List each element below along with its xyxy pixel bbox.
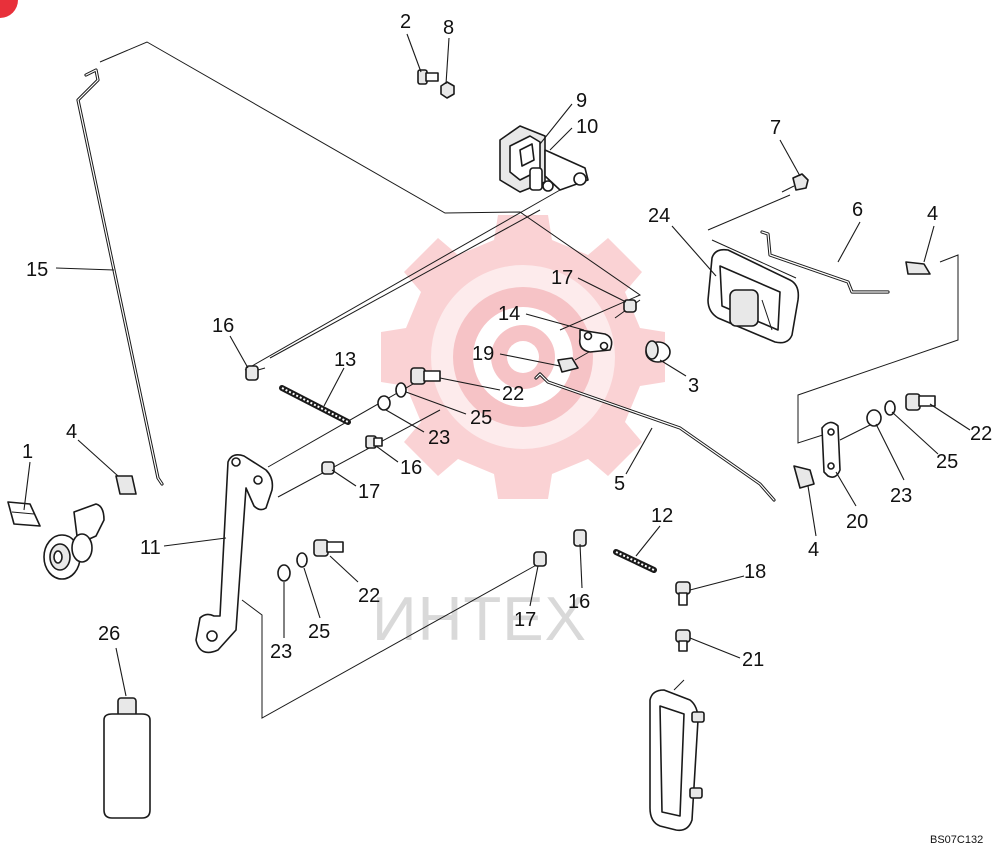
callout-label: 15	[26, 259, 48, 281]
callout-label: 25	[308, 621, 330, 643]
callout-label: 22	[358, 585, 380, 607]
pin-part-17-middle	[321, 461, 335, 475]
callout-label: 20	[846, 511, 868, 533]
assembly-frame-lines	[99, 41, 959, 719]
plate-part-20	[821, 421, 841, 478]
bushing-part-3	[645, 340, 671, 363]
callout-label: 22	[502, 383, 524, 405]
callout-label: 6	[852, 199, 863, 221]
latch-assembly-part-9-10	[499, 125, 589, 193]
callout-label: 23	[890, 485, 912, 507]
callout-label: 19	[472, 343, 494, 365]
clip-part-19	[557, 357, 579, 373]
link-plate-part-14	[578, 329, 613, 353]
callout-label: 26	[98, 623, 120, 645]
callout-label: 17	[358, 481, 380, 503]
callout-label: 25	[936, 451, 958, 473]
latch-part-1	[7, 501, 41, 527]
callout-label: 16	[568, 591, 590, 613]
callout-label: 16	[212, 315, 234, 337]
callout-label: 4	[66, 421, 77, 443]
callout-label: 12	[651, 505, 673, 527]
callout-label: 2	[400, 11, 411, 33]
pin-part-17-upper	[623, 299, 637, 313]
callout-label: 17	[514, 609, 536, 631]
callout-labels: 2 8 9 10 7 24 6 4 15 17 14 16 19 3 13 22…	[22, 11, 992, 671]
callout-label: 14	[498, 303, 520, 325]
callout-label: 3	[688, 375, 699, 397]
bolt-part-18	[675, 581, 691, 606]
callout-label: 23	[428, 427, 450, 449]
fastener-set-middle	[377, 367, 441, 411]
stud-part-12	[613, 549, 657, 573]
fastener-set-right	[866, 393, 936, 427]
callout-label: 5	[614, 473, 625, 495]
wire-rod-part-6	[760, 230, 890, 294]
watermark-text: ИНТЕХ	[372, 585, 587, 654]
callout-label: 17	[551, 267, 573, 289]
callout-label: 23	[270, 641, 292, 663]
bolt-part-16-upper	[245, 365, 266, 381]
callout-label: 25	[470, 407, 492, 429]
callout-label: 9	[576, 90, 587, 112]
drawing-code: BS07C132	[930, 834, 983, 846]
bolt-part-2	[417, 69, 439, 85]
rod-part-5	[534, 372, 776, 502]
bolt-part-16-middle	[365, 435, 383, 449]
clip-part-4-upper	[905, 261, 931, 275]
callout-label: 16	[400, 457, 422, 479]
fastener-set-lower-left	[277, 539, 344, 582]
brand-corner-mark	[0, 0, 18, 18]
rod-part-15	[76, 68, 164, 486]
callout-label: 10	[576, 116, 598, 138]
callout-label: 8	[443, 17, 454, 39]
callout-label: 22	[970, 423, 992, 445]
outer-handle-part	[649, 679, 705, 832]
callout-label: 21	[742, 649, 764, 671]
handle-housing-part-24	[707, 248, 800, 344]
bolt-part-21	[675, 629, 691, 652]
nut-part-8	[440, 81, 455, 99]
clip-part-4-left	[115, 475, 137, 495]
callout-label: 4	[927, 203, 938, 225]
callout-label: 24	[648, 205, 670, 227]
callout-label: 4	[808, 539, 819, 561]
callout-label: 1	[22, 441, 33, 463]
callout-label: 7	[770, 117, 781, 139]
threaded-rod-part-13	[279, 385, 351, 425]
grease-bottle-part-26	[103, 697, 151, 819]
lever-arm-part-11	[195, 454, 274, 654]
bolt-part-16-lower	[573, 529, 587, 547]
callout-label: 18	[744, 561, 766, 583]
callout-label: 11	[140, 537, 161, 559]
callout-label: 13	[334, 349, 356, 371]
leader-lines	[23, 33, 971, 697]
watermark-target-icon	[431, 265, 615, 449]
screw-part-7	[781, 173, 809, 193]
drum-lock-assembly	[43, 503, 105, 580]
clip-part-4-lower	[793, 465, 815, 489]
pin-part-17-lower	[533, 551, 547, 567]
